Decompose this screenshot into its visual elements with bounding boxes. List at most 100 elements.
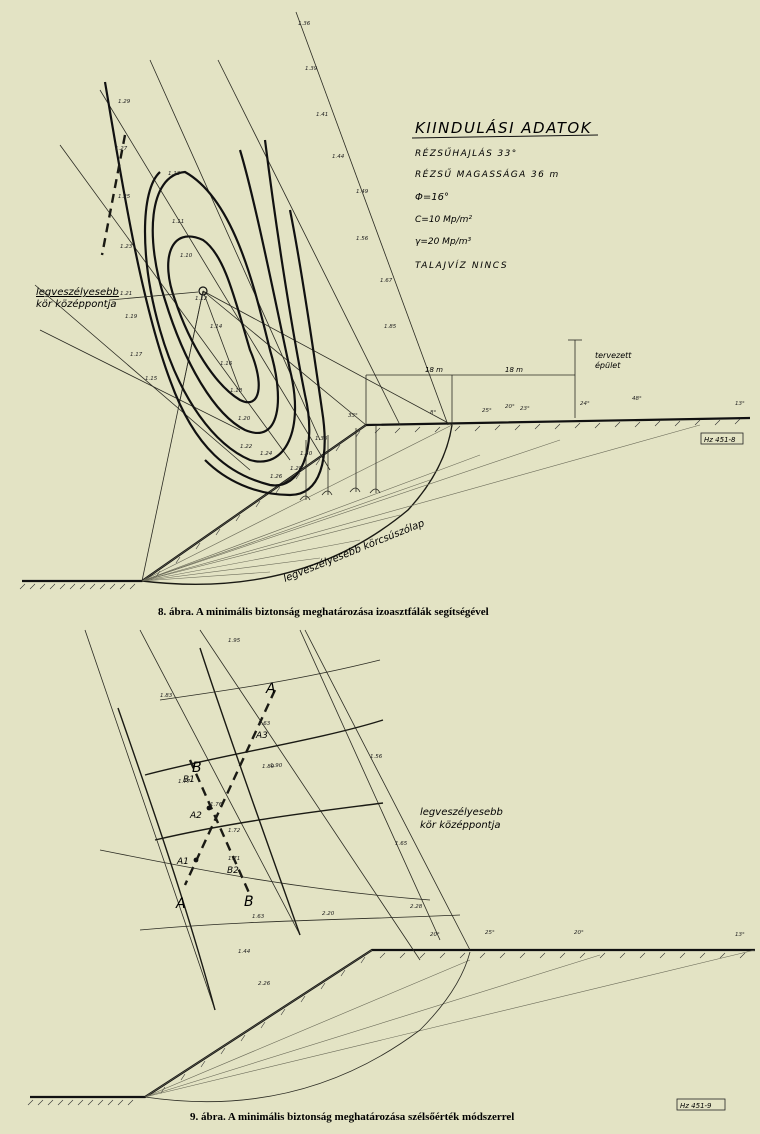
contour-4: [103, 81, 311, 487]
fig9-center-label-1: legveszélyesebb: [420, 806, 503, 818]
data-line-6: TALAJVÍZ NINCS: [415, 259, 508, 271]
fig8-locus-line: [100, 134, 127, 256]
fig8-value-5: 1.19: [125, 314, 138, 320]
fig9-value-2: 1.63: [258, 721, 271, 727]
fig9-values: 1.951.831.631.901.561.761.651.721.771.89…: [160, 638, 423, 987]
fig9-value-12: 2.20: [322, 911, 335, 917]
data-box-title: KIINDULÁSI ADATOK: [415, 118, 592, 137]
fig8-fan-lines: [141, 424, 701, 582]
fig8-angle-4: 20°: [505, 404, 515, 410]
fig9-label-b-top: B: [192, 760, 202, 776]
fig9-label-b2: B2: [227, 866, 239, 876]
fig8-value-4: 1.21: [120, 291, 132, 297]
fig8-center-rays: [141, 290, 453, 582]
fig8-ground-profile: [22, 416, 751, 583]
fig9-angle-2: 20°: [574, 930, 584, 936]
fig9-sublabels: A1 A2 A3 B1 B2: [176, 731, 268, 876]
fig8-value-16: 1.22: [240, 444, 253, 450]
fig8-value-13: 1.16: [220, 361, 233, 367]
fig8-value-21: 1.33: [315, 436, 328, 442]
fig9-value-7: 1.72: [228, 828, 241, 834]
fig8-center-label-2: kör középpontja: [36, 298, 117, 310]
fig9-ref-code: Hz 451-9: [680, 1102, 712, 1110]
fig8-center-point: [198, 286, 208, 296]
fig8-dim-a: 18 m: [425, 366, 443, 374]
fig9-slip-circle: [144, 951, 471, 1103]
fig9-label-b-bottom: B: [244, 894, 254, 910]
fig8-angle-5: 24°: [580, 401, 590, 407]
fig8-contour-values: 1.291.271.251.231.211.191.171.151.131.11…: [115, 21, 397, 480]
fig8-angle-3: 23°: [520, 406, 530, 412]
fig8-value-20: 1.30: [300, 451, 313, 457]
fig8-iso-contours: [100, 81, 326, 497]
fig9-ground-profile: [30, 948, 755, 1099]
fig8-value-6: 1.17: [130, 352, 143, 358]
fig8-value-22: 1.36: [298, 21, 311, 27]
fig8-value-8: 1.13: [168, 171, 181, 177]
fig9-labels: A B A B: [175, 681, 276, 912]
data-line-1: RÉZSŰHAJLÁS 33°: [415, 147, 518, 159]
fig9-value-8: 1.77: [178, 779, 191, 785]
fig8-value-10: 1.10: [180, 253, 193, 259]
fig9-value-3: 1.90: [270, 763, 283, 769]
fig8-slip-circle: [141, 424, 453, 586]
fig9-value-14: 2.28: [410, 904, 423, 910]
fig8-angle-labels: 33°8°25°23°20°24°48°13°: [348, 396, 745, 419]
fig8-value-7: 1.15: [145, 376, 158, 382]
fig8-center-label-1: legveszélyesebb: [36, 286, 119, 298]
fig9-label-a-bottom: A: [175, 896, 186, 912]
fig8-value-14: 1.18: [230, 388, 243, 394]
fig8-value-0: 1.29: [118, 99, 131, 105]
fig8-center-leader: [109, 291, 199, 301]
data-line-3: Φ=16°: [415, 192, 449, 203]
fig8-value-1: 1.27: [115, 146, 128, 152]
fig8-angle-1: 8°: [430, 410, 436, 416]
fig9-diagram: A B A B A1 A2 A3 B1 B2 legveszélyesebb k…: [27, 629, 756, 1111]
fig8-value-17: 1.24: [260, 451, 273, 457]
fig9-point-a2: [206, 805, 212, 811]
fig8-value-15: 1.20: [238, 416, 251, 422]
fig9-value-0: 1.95: [228, 638, 241, 644]
fig8-dimensions: [365, 339, 582, 425]
fig9-value-9: 1.89: [262, 764, 275, 770]
fig8-value-18: 1.26: [270, 474, 283, 480]
fig9-center-label-2: kör középpontja: [420, 819, 501, 831]
fig9-label-a3: A3: [255, 731, 268, 741]
fig9-value-6: 1.65: [395, 841, 408, 847]
fig8-angle-0: 33°: [348, 413, 358, 419]
fig8-value-11: 1.12: [195, 296, 208, 302]
fig8-data-box: KIINDULÁSI ADATOK RÉZSŰHAJLÁS 33° RÉZSŰ …: [411, 118, 599, 271]
fig8-value-26: 1.49: [356, 189, 369, 195]
fig9-grid-lines: [84, 629, 471, 1011]
fig8-value-29: 1.85: [384, 324, 397, 330]
fig9-angle-1: 25°: [485, 930, 495, 936]
fig9-ground-hatch: [27, 952, 746, 1106]
fig9-curves: [99, 647, 461, 1011]
fig9-value-13: 1.44: [238, 949, 251, 955]
fig8-building-label-1: tervezett: [595, 351, 632, 360]
fig9-value-1: 1.83: [160, 693, 173, 699]
fig9-label-b1: B1: [183, 775, 195, 785]
fig8-value-12: 1.14: [210, 324, 223, 330]
fig8-angle-7: 13°: [735, 401, 745, 407]
fig9-label-a-top: A: [265, 681, 276, 697]
fig9-angle-3: 13°: [735, 932, 745, 938]
fig9-fan-lines: [144, 949, 756, 1098]
fig9-point-a1: [193, 857, 199, 863]
fig9-value-11: 1.63: [252, 914, 265, 920]
fig8-diagram: 18 m 18 m tervezett épület legveszélyese…: [19, 11, 751, 590]
fig8-ref-box: [700, 432, 744, 445]
fig8-value-23: 1.39: [305, 66, 318, 72]
fig9-angle-labels: 20°25°20°13°: [430, 930, 745, 938]
fig9-label-a1: A1: [176, 857, 189, 867]
fig8-value-2: 1.25: [118, 194, 131, 200]
fig8-value-25: 1.44: [332, 154, 345, 160]
fig9-ref-box: [676, 1098, 726, 1111]
data-line-5: γ=20 Mp/m³: [415, 237, 471, 247]
fig9-value-10: 1.71: [228, 856, 240, 862]
fig9-caption: 9. ábra. A minimális biztonság meghatáro…: [190, 1111, 514, 1123]
contour-3: [143, 149, 297, 463]
fig8-value-9: 1.11: [172, 219, 184, 225]
contour-5: [204, 209, 326, 497]
